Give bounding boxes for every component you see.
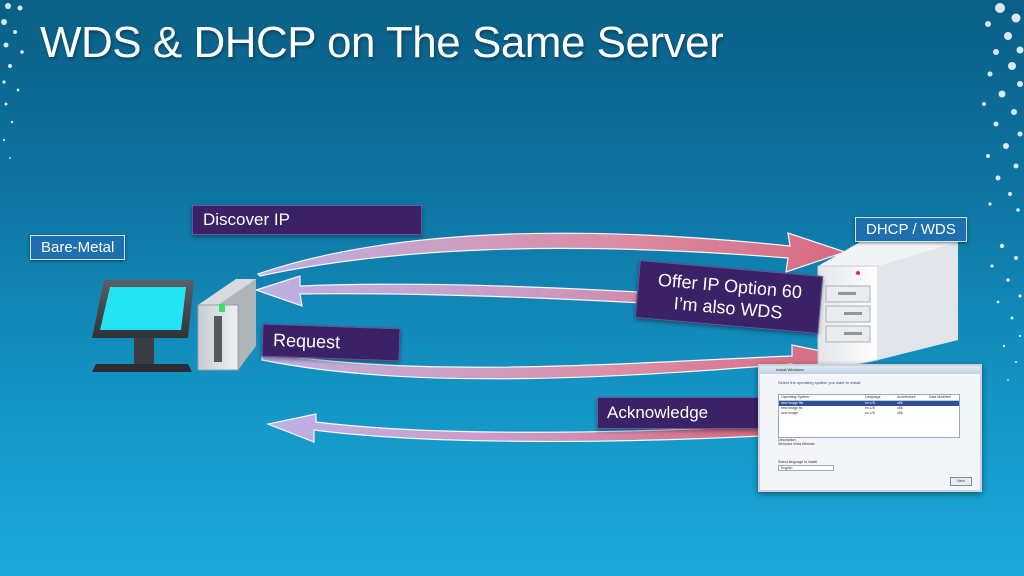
acknowledge-label: Acknowledge: [597, 397, 759, 429]
dialog-title-bar: Install Windows: [760, 366, 980, 374]
discover-ip-label: Discover IP: [192, 205, 422, 235]
server-tower-icon: [817, 242, 958, 373]
dialog-description: Description: Windows Vista Ultimate: [778, 438, 815, 446]
acknowledge-arrow: [265, 413, 761, 443]
install-windows-dialog: Install Windows Select the operating sys…: [758, 364, 982, 492]
dialog-prompt: Select the operating system you want to …: [778, 380, 862, 385]
language-select[interactable]: English: [778, 465, 834, 471]
language-label: Select language to install: [778, 460, 817, 464]
bare-metal-tag: Bare-Metal: [30, 235, 126, 260]
next-button[interactable]: Next: [950, 477, 972, 486]
table-header: Operating System Language Architecture D…: [779, 395, 959, 401]
request-label: Request: [261, 323, 401, 362]
monitor-icon: [92, 280, 194, 372]
dhcp-wds-tag: DHCP / WDS: [855, 217, 967, 242]
table-row[interactable]: new image file en-US x86: [779, 401, 959, 406]
os-image-table: Operating System Language Architecture D…: [778, 394, 960, 438]
table-row[interactable]: new image fix en-US x86: [781, 406, 903, 410]
client-tower-icon: [197, 279, 256, 371]
discover-arrow: [256, 232, 847, 277]
table-row[interactable]: new image en-US x86: [781, 411, 903, 415]
slide-title: WDS & DHCP on The Same Server: [40, 18, 724, 67]
